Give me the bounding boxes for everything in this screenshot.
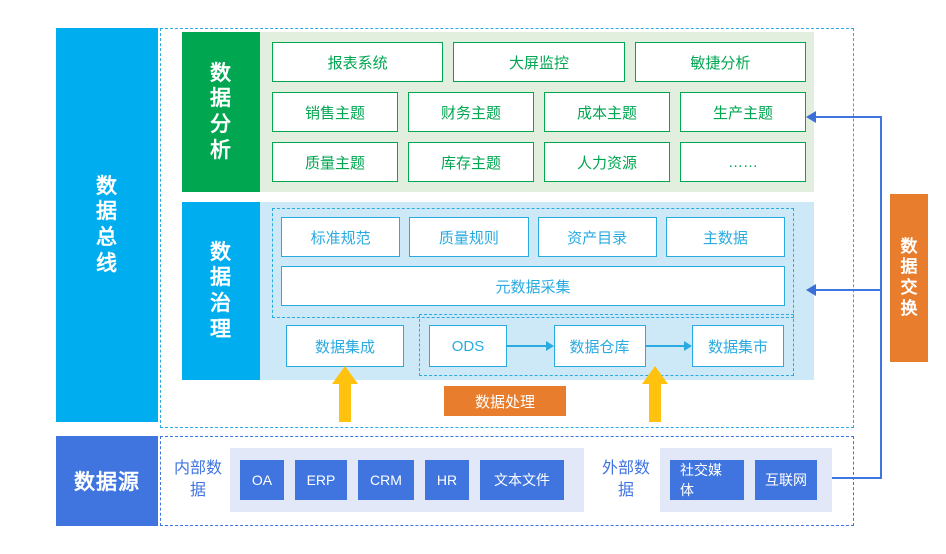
data-integration-box[interactable]: 数据集成 bbox=[286, 325, 404, 367]
feedback-arrow-icon bbox=[806, 111, 816, 123]
governance-item[interactable]: 主数据 bbox=[665, 217, 785, 257]
governance-item[interactable]: 质量规则 bbox=[409, 217, 529, 257]
data-analysis-grid: 报表系统 大屏监控 敏捷分析 销售主题 财务主题 成本主题 生产主题 质量主题 … bbox=[272, 42, 806, 182]
pipeline-container bbox=[419, 314, 794, 376]
pipeline-ods-box[interactable]: ODS bbox=[429, 325, 507, 367]
analysis-item[interactable]: 成本主题 bbox=[544, 92, 670, 132]
upward-flow-arrow-icon bbox=[332, 366, 358, 422]
analysis-row-1: 报表系统 大屏监控 敏捷分析 bbox=[272, 42, 806, 82]
data-analysis-label: 数据分析 bbox=[182, 32, 260, 192]
data-processing-tag[interactable]: 数据处理 bbox=[444, 386, 566, 416]
analysis-item[interactable]: 敏捷分析 bbox=[634, 42, 806, 82]
source-item-hr[interactable]: HR bbox=[425, 460, 469, 500]
feedback-line-to-governance bbox=[814, 289, 882, 291]
feedback-arrow-icon bbox=[806, 284, 816, 296]
source-item-social-media[interactable]: 社交媒体 bbox=[670, 460, 744, 500]
data-bus-panel: 数据总线 bbox=[56, 28, 158, 422]
upward-flow-arrow-icon bbox=[642, 366, 668, 422]
feedback-line-to-analysis bbox=[814, 116, 882, 118]
pipeline-row: ODS 数据仓库 数据集市 bbox=[429, 325, 784, 367]
internal-data-label: 内部数据 bbox=[173, 460, 222, 499]
feedback-line-to-source bbox=[830, 477, 882, 479]
source-item-erp[interactable]: ERP bbox=[295, 460, 347, 500]
analysis-item[interactable]: 质量主题 bbox=[272, 142, 398, 182]
source-item-text-file[interactable]: 文本文件 bbox=[480, 460, 564, 500]
metadata-collection-box[interactable]: 元数据采集 bbox=[281, 266, 785, 306]
analysis-item[interactable]: 财务主题 bbox=[408, 92, 534, 132]
platform-container bbox=[160, 28, 854, 428]
source-item-oa[interactable]: OA bbox=[240, 460, 284, 500]
analysis-row-2: 销售主题 财务主题 成本主题 生产主题 bbox=[272, 92, 806, 132]
governance-metadata-group: 标准规范 质量规则 资产目录 主数据 元数据采集 bbox=[272, 208, 794, 318]
external-data-group: 社交媒体 互联网 bbox=[660, 448, 832, 512]
data-analysis-label-text: 数据分析 bbox=[210, 61, 232, 162]
analysis-item[interactable]: 人力资源 bbox=[544, 142, 670, 182]
pipeline-arrow-icon bbox=[645, 341, 693, 351]
pipeline-mart-box[interactable]: 数据集市 bbox=[692, 325, 784, 367]
data-bus-label: 数据总线 bbox=[96, 174, 118, 275]
analysis-item[interactable]: 库存主题 bbox=[408, 142, 534, 182]
internal-data-group: OA ERP CRM HR 文本文件 bbox=[230, 448, 584, 512]
analysis-row-3: 质量主题 库存主题 人力资源 …… bbox=[272, 142, 806, 182]
source-item-internet[interactable]: 互联网 bbox=[755, 460, 817, 500]
analysis-item[interactable]: 大屏监控 bbox=[453, 42, 625, 82]
data-source-container bbox=[160, 436, 854, 526]
analysis-item[interactable]: 销售主题 bbox=[272, 92, 398, 132]
analysis-item[interactable]: 报表系统 bbox=[272, 42, 444, 82]
source-item-crm[interactable]: CRM bbox=[358, 460, 414, 500]
governance-top-row: 标准规范 质量规则 资产目录 主数据 bbox=[281, 217, 785, 257]
data-exchange-label: 数据交换 bbox=[900, 236, 918, 318]
analysis-item[interactable]: …… bbox=[680, 142, 806, 182]
data-governance-label-text: 数据治理 bbox=[210, 240, 232, 341]
data-exchange-panel: 数据交换 bbox=[890, 194, 928, 362]
pipeline-arrow-icon bbox=[507, 341, 554, 351]
feedback-line-vertical bbox=[880, 116, 882, 479]
data-governance-label: 数据治理 bbox=[182, 202, 260, 380]
data-source-label: 数据源 bbox=[56, 436, 158, 526]
analysis-item[interactable]: 生产主题 bbox=[680, 92, 806, 132]
external-data-label: 外部数据 bbox=[601, 460, 650, 499]
governance-item[interactable]: 标准规范 bbox=[281, 217, 401, 257]
governance-item[interactable]: 资产目录 bbox=[537, 217, 657, 257]
pipeline-warehouse-box[interactable]: 数据仓库 bbox=[553, 325, 646, 367]
